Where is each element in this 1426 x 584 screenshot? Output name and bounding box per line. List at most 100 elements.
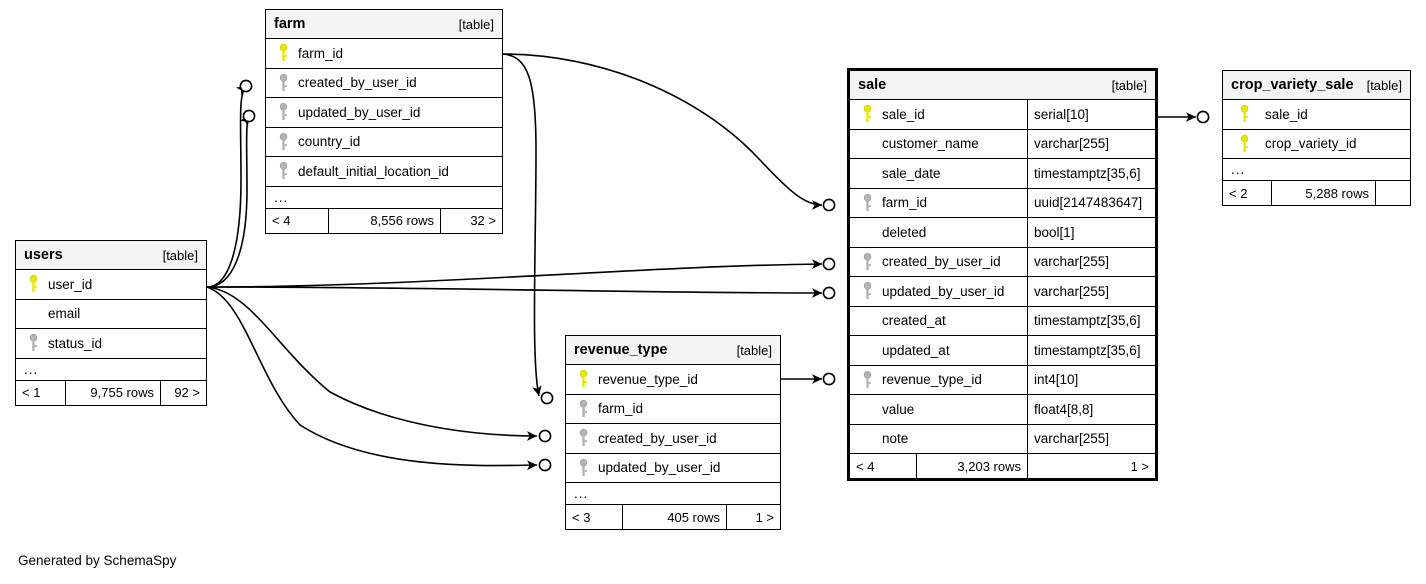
table-farm-title: farm [274, 16, 306, 32]
column-label: sale_id [1265, 106, 1308, 122]
generated-by-credit: Generated by SchemaSpy [18, 553, 177, 568]
column-type: float4[8,8] [1027, 395, 1155, 424]
table-sale[interactable]: sale [table] sale_id serial[10] customer… [847, 68, 1158, 481]
edge-endpoint-circle [1196, 110, 1210, 124]
column-label: revenue_type_id [882, 372, 982, 388]
edge-endpoint-circle [822, 372, 836, 386]
column-label: value [882, 401, 915, 417]
table-sale-title: sale [858, 77, 887, 93]
table-farm-more-columns: ... [266, 187, 502, 209]
table-sale-header: sale [table] [850, 71, 1155, 100]
table-farm-parents-count: < 4 [272, 213, 291, 228]
table-crop-variety-sale-more-columns: ... [1223, 159, 1410, 181]
table-farm-column-created-by-user-id[interactable]: created_by_user_id [266, 69, 502, 98]
table-farm-column-updated-by-user-id[interactable]: updated_by_user_id [266, 98, 502, 128]
edge-endpoint-circle [538, 429, 552, 443]
table-sale-column-created-by-user-id[interactable]: created_by_user_id varchar[255] [850, 247, 1155, 277]
column-label: country_id [298, 134, 361, 150]
column-label: user_id [48, 276, 93, 292]
column-label: farm_id [598, 401, 644, 417]
column-type: int4[10] [1027, 365, 1155, 394]
table-crop-variety-sale[interactable]: crop_variety_sale [table] sale_id crop_v… [1222, 70, 1411, 206]
foreign-key-icon [858, 193, 876, 212]
table-revenue-type-header: revenue_type [table] [566, 336, 780, 365]
column-label: updated_by_user_id [298, 104, 421, 120]
table-users-column-user-id[interactable]: user_id [16, 270, 206, 300]
column-type: serial[10] [1027, 100, 1155, 129]
edge-farm-to-revenue-type-farm-id [502, 53, 542, 397]
table-sale-column-value[interactable]: value float4[8,8] [850, 395, 1155, 425]
table-revenue-type-column-revenue-type-id[interactable]: revenue_type_id [566, 365, 780, 395]
column-type: timestamptz[35,6] [1027, 336, 1155, 365]
table-revenue-type-more-columns: ... [566, 483, 780, 505]
foreign-key-icon [858, 370, 876, 389]
foreign-key-icon [858, 282, 876, 300]
edge-endpoint-circle [822, 286, 836, 300]
column-label: created_by_user_id [882, 254, 1001, 270]
table-users-kind: [table] [162, 247, 198, 263]
edge-endpoint-circle [822, 257, 836, 271]
table-farm-column-country-id[interactable]: country_id [266, 128, 502, 157]
table-sale-column-sale-date[interactable]: sale_date timestamptz[35,6] [850, 159, 1155, 189]
table-sale-column-sale-id[interactable]: sale_id serial[10] [850, 100, 1155, 130]
column-label: created_at [882, 313, 946, 329]
column-type: uuid[2147483647] [1027, 188, 1155, 217]
table-crop-variety-sale-title: crop_variety_sale [1231, 77, 1354, 93]
table-sale-column-updated-at[interactable]: updated_at timestamptz[35,6] [850, 336, 1155, 366]
table-farm-column-farm-id[interactable]: farm_id [266, 39, 502, 69]
table-sale-column-deleted[interactable]: deleted bool[1] [850, 218, 1155, 248]
table-farm[interactable]: farm [table] farm_id created_by_user_id [265, 9, 503, 234]
foreign-key-icon [574, 399, 592, 418]
foreign-key-icon [574, 429, 592, 447]
column-label: sale_date [882, 165, 941, 181]
table-users-column-status-id[interactable]: status_id [16, 329, 206, 359]
table-crop-variety-sale-column-crop-variety-id[interactable]: crop_variety_id [1223, 130, 1410, 159]
column-label: sale_id [882, 106, 925, 122]
table-users-footer: < 1 9,755 rows 92 > [16, 380, 206, 405]
edge-endpoint-circle [822, 198, 836, 212]
table-users-header: users [table] [16, 241, 206, 270]
table-sale-row-count: 3,203 rows [916, 454, 1027, 478]
edge-users-to-sale-created-by [206, 259, 823, 288]
foreign-key-icon [274, 103, 292, 121]
table-farm-header: farm [table] [266, 10, 502, 39]
table-farm-footer: < 4 8,556 rows 32 > [266, 208, 502, 233]
column-label: created_by_user_id [298, 75, 417, 91]
column-label: customer_name [882, 136, 979, 152]
table-users-title: users [24, 247, 63, 263]
table-sale-column-revenue-type-id[interactable]: revenue_type_id int4[10] [850, 365, 1155, 395]
column-label: revenue_type_id [598, 371, 698, 387]
table-users-children-count: 92 > [160, 380, 206, 405]
table-crop-variety-sale-column-sale-id[interactable]: sale_id [1223, 100, 1410, 130]
table-sale-column-created-at[interactable]: created_at timestamptz[35,6] [850, 306, 1155, 336]
table-revenue-type-title: revenue_type [574, 342, 668, 358]
table-sale-column-note[interactable]: note varchar[255] [850, 424, 1155, 454]
table-farm-children-count: 32 > [440, 208, 502, 233]
column-label: default_initial_location_id [298, 163, 449, 179]
table-sale-column-farm-id[interactable]: farm_id uuid[2147483647] [850, 188, 1155, 218]
column-label: created_by_user_id [598, 430, 717, 446]
table-crop-variety-sale-parents-count: < 2 [1229, 185, 1248, 201]
table-farm-column-default-initial-location-id[interactable]: default_initial_location_id [266, 157, 502, 187]
table-users-column-email[interactable]: email [16, 300, 206, 329]
table-sale-column-customer-name[interactable]: customer_name varchar[255] [850, 129, 1155, 159]
edge-users-to-sale-updated-by [206, 286, 823, 298]
edge-farm-to-sale-farm-id [502, 53, 823, 210]
primary-key-icon [574, 370, 592, 388]
table-revenue-type-row-count: 405 rows [622, 505, 726, 529]
table-revenue-type-column-created-by-user-id[interactable]: created_by_user_id [566, 424, 780, 454]
table-sale-column-updated-by-user-id[interactable]: updated_by_user_id varchar[255] [850, 277, 1155, 307]
column-label: updated_at [882, 342, 950, 358]
primary-key-icon [858, 105, 876, 123]
edge-endpoint-circle [538, 458, 552, 472]
foreign-key-icon [24, 334, 42, 352]
table-revenue-type-children-count: 1 > [726, 505, 780, 529]
column-label: crop_variety_id [1265, 136, 1357, 152]
table-revenue-type-column-updated-by-user-id[interactable]: updated_by_user_id [566, 454, 780, 483]
table-users-parents-count: < 1 [22, 385, 41, 400]
table-users[interactable]: users [table] user_id email status_id [15, 240, 207, 406]
table-revenue-type[interactable]: revenue_type [table] revenue_type_id far… [565, 335, 781, 530]
table-revenue-type-column-farm-id[interactable]: farm_id [566, 395, 780, 424]
table-sale-parents-count: < 4 [856, 458, 875, 474]
column-label: farm_id [882, 195, 928, 211]
